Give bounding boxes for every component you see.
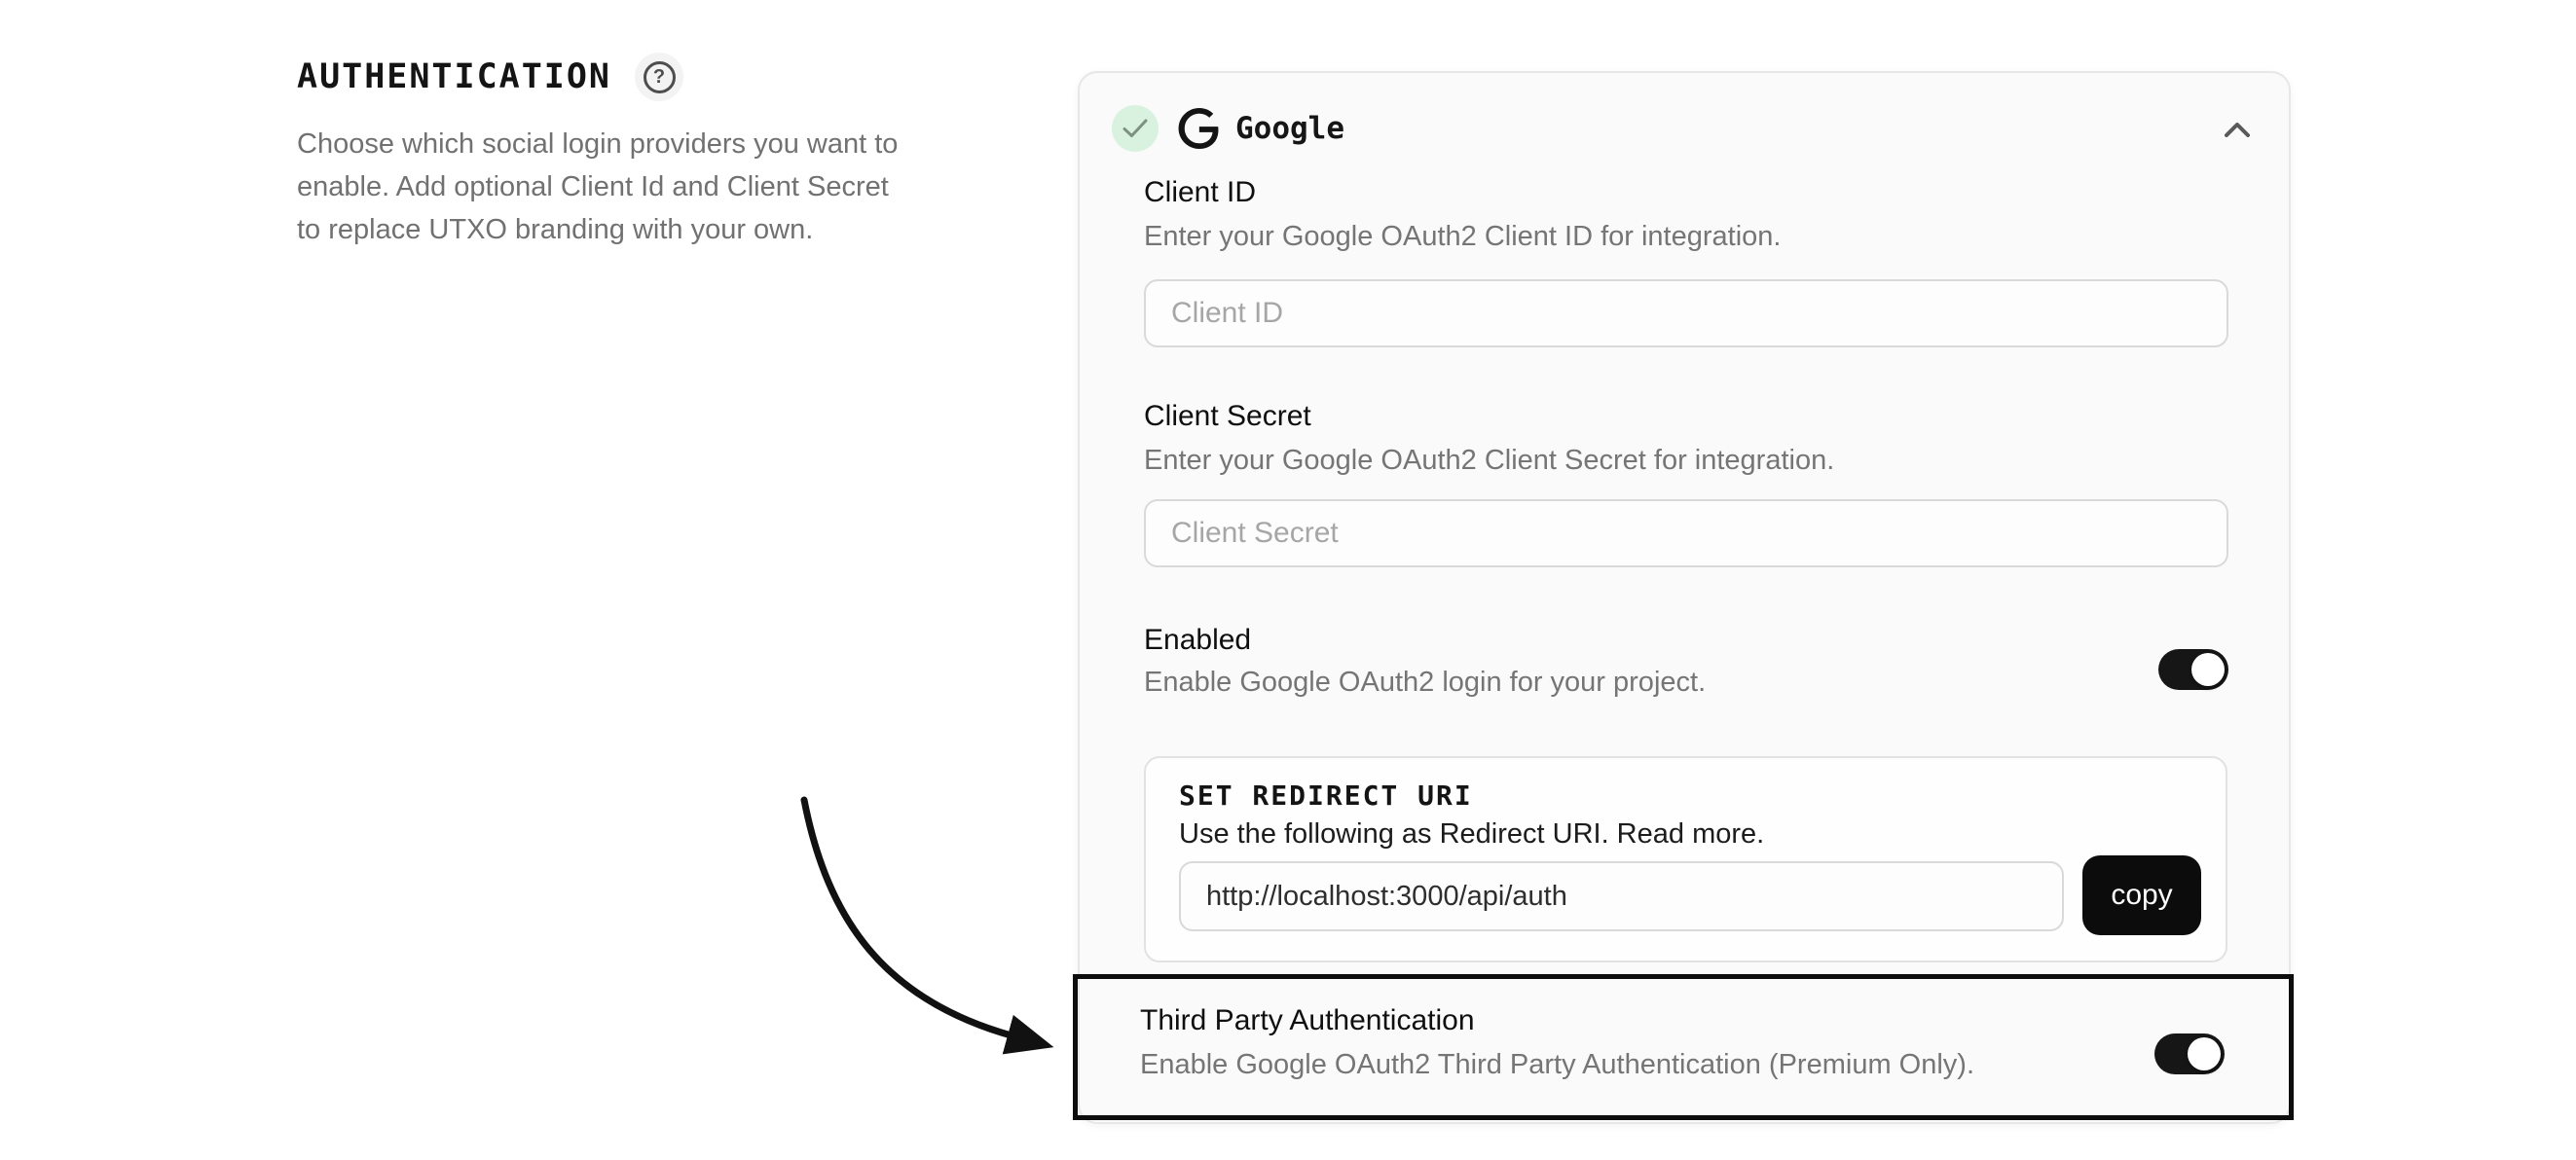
provider-card-header[interactable]: Google — [1112, 104, 1344, 153]
third-party-toggle[interactable] — [2154, 1033, 2225, 1074]
enabled-label: Enabled — [1144, 624, 1252, 656]
chevron-up-icon[interactable] — [2215, 110, 2260, 149]
google-provider-card: Google Client ID Enter your Google OAuth… — [1078, 71, 2291, 1124]
client-id-input[interactable] — [1144, 279, 2228, 347]
enabled-toggle[interactable] — [2158, 649, 2228, 690]
toggle-knob — [2191, 653, 2225, 686]
page-title: AUTHENTICATION — [297, 57, 612, 96]
check-circle-icon — [1112, 105, 1159, 152]
toggle-knob — [2188, 1037, 2221, 1070]
client-id-description: Enter your Google OAuth2 Client ID for i… — [1144, 221, 1782, 252]
third-party-description: Enable Google OAuth2 Third Party Authent… — [1140, 1049, 1975, 1080]
redirect-uri-description: Use the following as Redirect URI. Read … — [1179, 818, 1765, 850]
provider-name: Google — [1235, 111, 1344, 146]
third-party-label: Third Party Authentication — [1140, 1004, 1475, 1036]
redirect-uri-card: SET REDIRECT URI Use the following as Re… — [1144, 756, 2227, 962]
redirect-uri-title: SET REDIRECT URI — [1179, 779, 1473, 812]
help-icon[interactable]: ? — [635, 53, 684, 101]
copy-button[interactable]: copy — [2082, 855, 2201, 935]
check-mark — [1122, 119, 1148, 137]
section-intro: AUTHENTICATION ? Choose which social log… — [297, 53, 939, 251]
redirect-uri-input[interactable] — [1179, 861, 2064, 931]
section-description: Choose which social login providers you … — [297, 128, 899, 245]
client-secret-description: Enter your Google OAuth2 Client Secret f… — [1144, 445, 1835, 476]
client-secret-label: Client Secret — [1144, 400, 1311, 432]
question-mark-glyph: ? — [643, 60, 676, 93]
google-g-icon — [1178, 108, 1219, 149]
client-secret-input[interactable] — [1144, 499, 2228, 567]
third-party-highlight-box: Third Party Authentication Enable Google… — [1073, 974, 2294, 1120]
enabled-description: Enable Google OAuth2 login for your proj… — [1144, 667, 1707, 698]
client-id-label: Client ID — [1144, 176, 1257, 208]
